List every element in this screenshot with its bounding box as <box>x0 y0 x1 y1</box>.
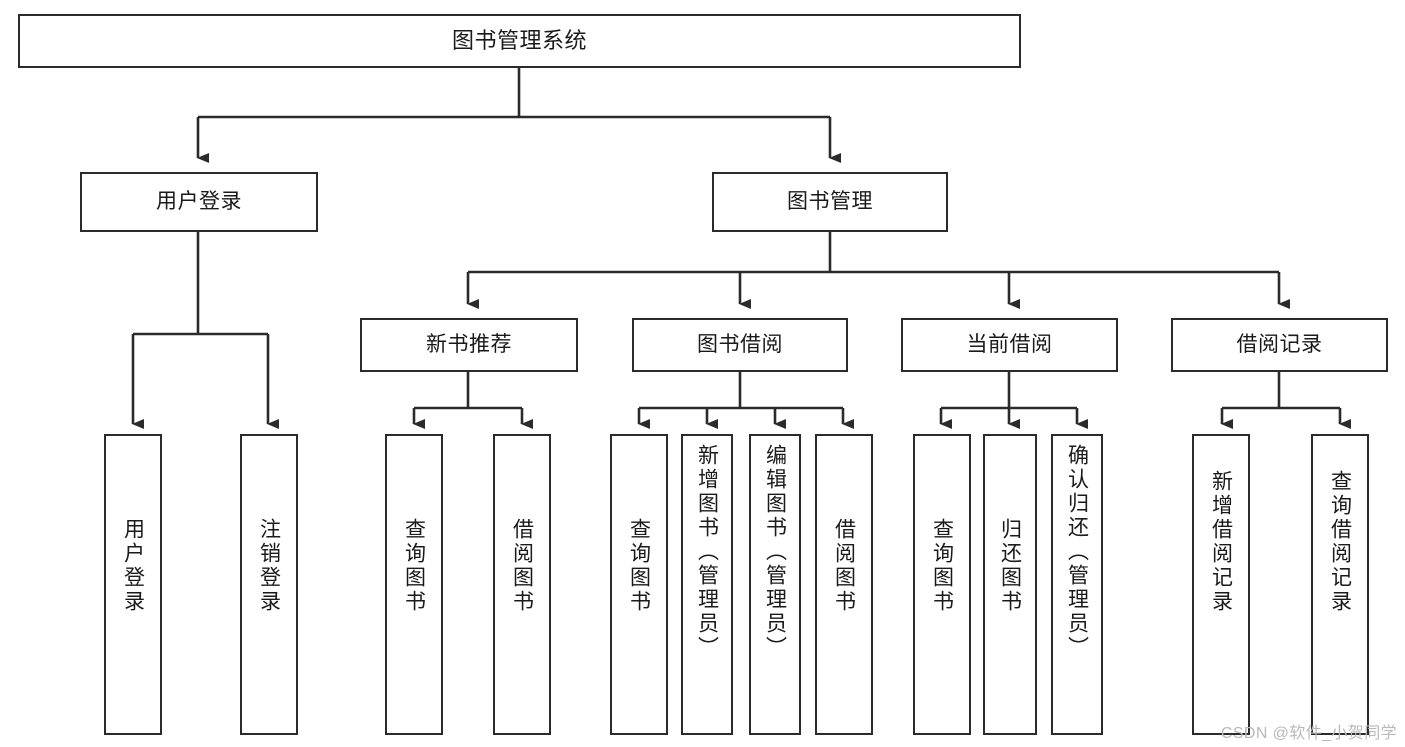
node-leaf-confirm-return-label: 确认归还（管理员） <box>1065 444 1089 660</box>
node-leaf-add-book-label: 新增图书（管理员） <box>695 444 719 660</box>
node-leaf-user-login[interactable]: 用户登录 <box>104 434 162 735</box>
node-book-management-label: 图书管理 <box>787 189 873 213</box>
node-leaf-logout-login[interactable]: 注销登录 <box>240 434 298 735</box>
node-leaf-edit-book[interactable]: 编辑图书（管理员） <box>749 434 801 735</box>
node-leaf-borrow-book-1[interactable]: 借阅图书 <box>493 434 551 735</box>
node-leaf-return-book-label: 归还图书 <box>998 518 1022 614</box>
node-root[interactable]: 图书管理系统 <box>18 14 1021 68</box>
node-leaf-query-book-1[interactable]: 查询图书 <box>385 434 443 735</box>
node-leaf-edit-book-label: 编辑图书（管理员） <box>763 444 787 660</box>
node-leaf-user-login-label: 用户登录 <box>121 518 145 614</box>
node-leaf-add-borrow-record-label: 新增借阅记录 <box>1209 470 1233 614</box>
node-leaf-query-book-2[interactable]: 查询图书 <box>610 434 668 735</box>
node-book-borrow-label: 图书借阅 <box>697 332 783 356</box>
csdn-watermark: CSDN @软件_小贺同学 <box>1220 725 1397 742</box>
node-leaf-add-book[interactable]: 新增图书（管理员） <box>681 434 733 735</box>
node-user-login[interactable]: 用户登录 <box>80 172 318 232</box>
node-leaf-logout-login-label: 注销登录 <box>257 518 281 614</box>
node-current-borrow-label: 当前借阅 <box>966 332 1053 356</box>
node-root-label: 图书管理系统 <box>451 28 587 54</box>
node-leaf-confirm-return[interactable]: 确认归还（管理员） <box>1051 434 1103 735</box>
node-leaf-query-borrow-record-label: 查询借阅记录 <box>1328 470 1352 614</box>
node-leaf-query-book-3-label: 查询图书 <box>930 518 954 614</box>
node-leaf-add-borrow-record[interactable]: 新增借阅记录 <box>1192 434 1250 735</box>
node-book-borrow[interactable]: 图书借阅 <box>632 318 848 372</box>
node-leaf-return-book[interactable]: 归还图书 <box>983 434 1037 735</box>
node-leaf-borrow-book-1-label: 借阅图书 <box>510 518 534 614</box>
node-user-login-label: 用户登录 <box>156 189 242 213</box>
node-leaf-query-book-2-label: 查询图书 <box>627 518 651 614</box>
node-new-book-recommend[interactable]: 新书推荐 <box>360 318 578 372</box>
node-leaf-query-book-3[interactable]: 查询图书 <box>913 434 971 735</box>
node-current-borrow[interactable]: 当前借阅 <box>901 318 1118 372</box>
node-borrow-record-label: 借阅记录 <box>1236 332 1323 356</box>
node-book-management[interactable]: 图书管理 <box>712 172 948 232</box>
node-new-book-recommend-label: 新书推荐 <box>426 332 512 356</box>
node-leaf-borrow-book-2-label: 借阅图书 <box>832 518 856 614</box>
node-leaf-query-borrow-record[interactable]: 查询借阅记录 <box>1311 434 1369 735</box>
node-leaf-query-book-1-label: 查询图书 <box>402 518 426 614</box>
node-borrow-record[interactable]: 借阅记录 <box>1171 318 1388 372</box>
node-leaf-borrow-book-2[interactable]: 借阅图书 <box>815 434 873 735</box>
